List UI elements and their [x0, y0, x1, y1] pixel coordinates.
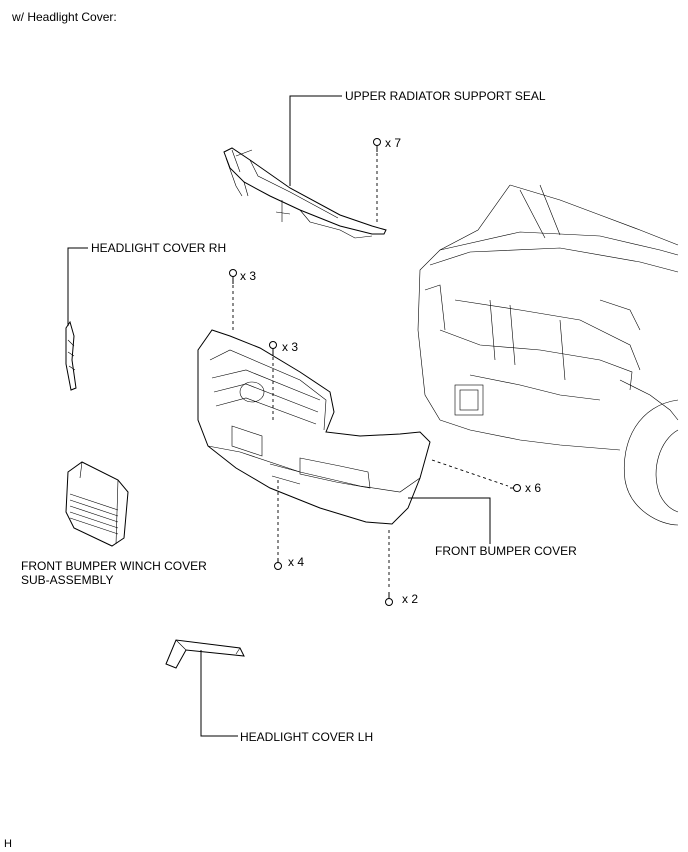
fastener-count-lower-left: x 4	[288, 555, 305, 569]
label-leader-lines	[67, 95, 491, 737]
clip-icon	[373, 138, 381, 152]
headlight-cover-lh-part	[165, 639, 245, 669]
front-bumper-cover-part	[197, 329, 431, 525]
upper-radiator-support-seal-part	[223, 147, 387, 239]
fastener-count-upper-left: x 3	[240, 269, 257, 283]
label-front-bumper-cover: FRONT BUMPER COVER	[435, 544, 577, 558]
label-front-bumper-winch-cover-line2: SUB-ASSEMBLY	[21, 573, 114, 587]
label-upper-radiator-support-seal: UPPER RADIATOR SUPPORT SEAL	[345, 89, 546, 103]
bolt-icon	[269, 341, 277, 356]
fastener-count-lower-right: x 2	[402, 592, 419, 606]
bolt-icon	[229, 269, 237, 284]
screw-icon	[510, 484, 521, 492]
label-front-bumper-winch-cover-line1: FRONT BUMPER WINCH COVER	[21, 559, 207, 573]
fastener-count-side: x 6	[525, 481, 542, 495]
bolt-icon	[274, 558, 282, 570]
fastener-alignment-lines	[232, 153, 509, 590]
headlight-cover-rh-part	[65, 320, 77, 391]
label-headlight-cover-rh: HEADLIGHT COVER RH	[91, 241, 227, 255]
fastener-count-seal-clips: x 7	[385, 136, 402, 150]
page-title: w/ Headlight Cover:	[12, 10, 117, 24]
vehicle-front-outline	[417, 184, 679, 526]
fastener-count-upper-center: x 3	[282, 340, 299, 354]
figure-code: H	[4, 838, 12, 850]
bolt-icon	[385, 592, 393, 606]
front-bumper-winch-cover-part	[65, 461, 129, 547]
label-headlight-cover-lh: HEADLIGHT COVER LH	[240, 730, 374, 744]
